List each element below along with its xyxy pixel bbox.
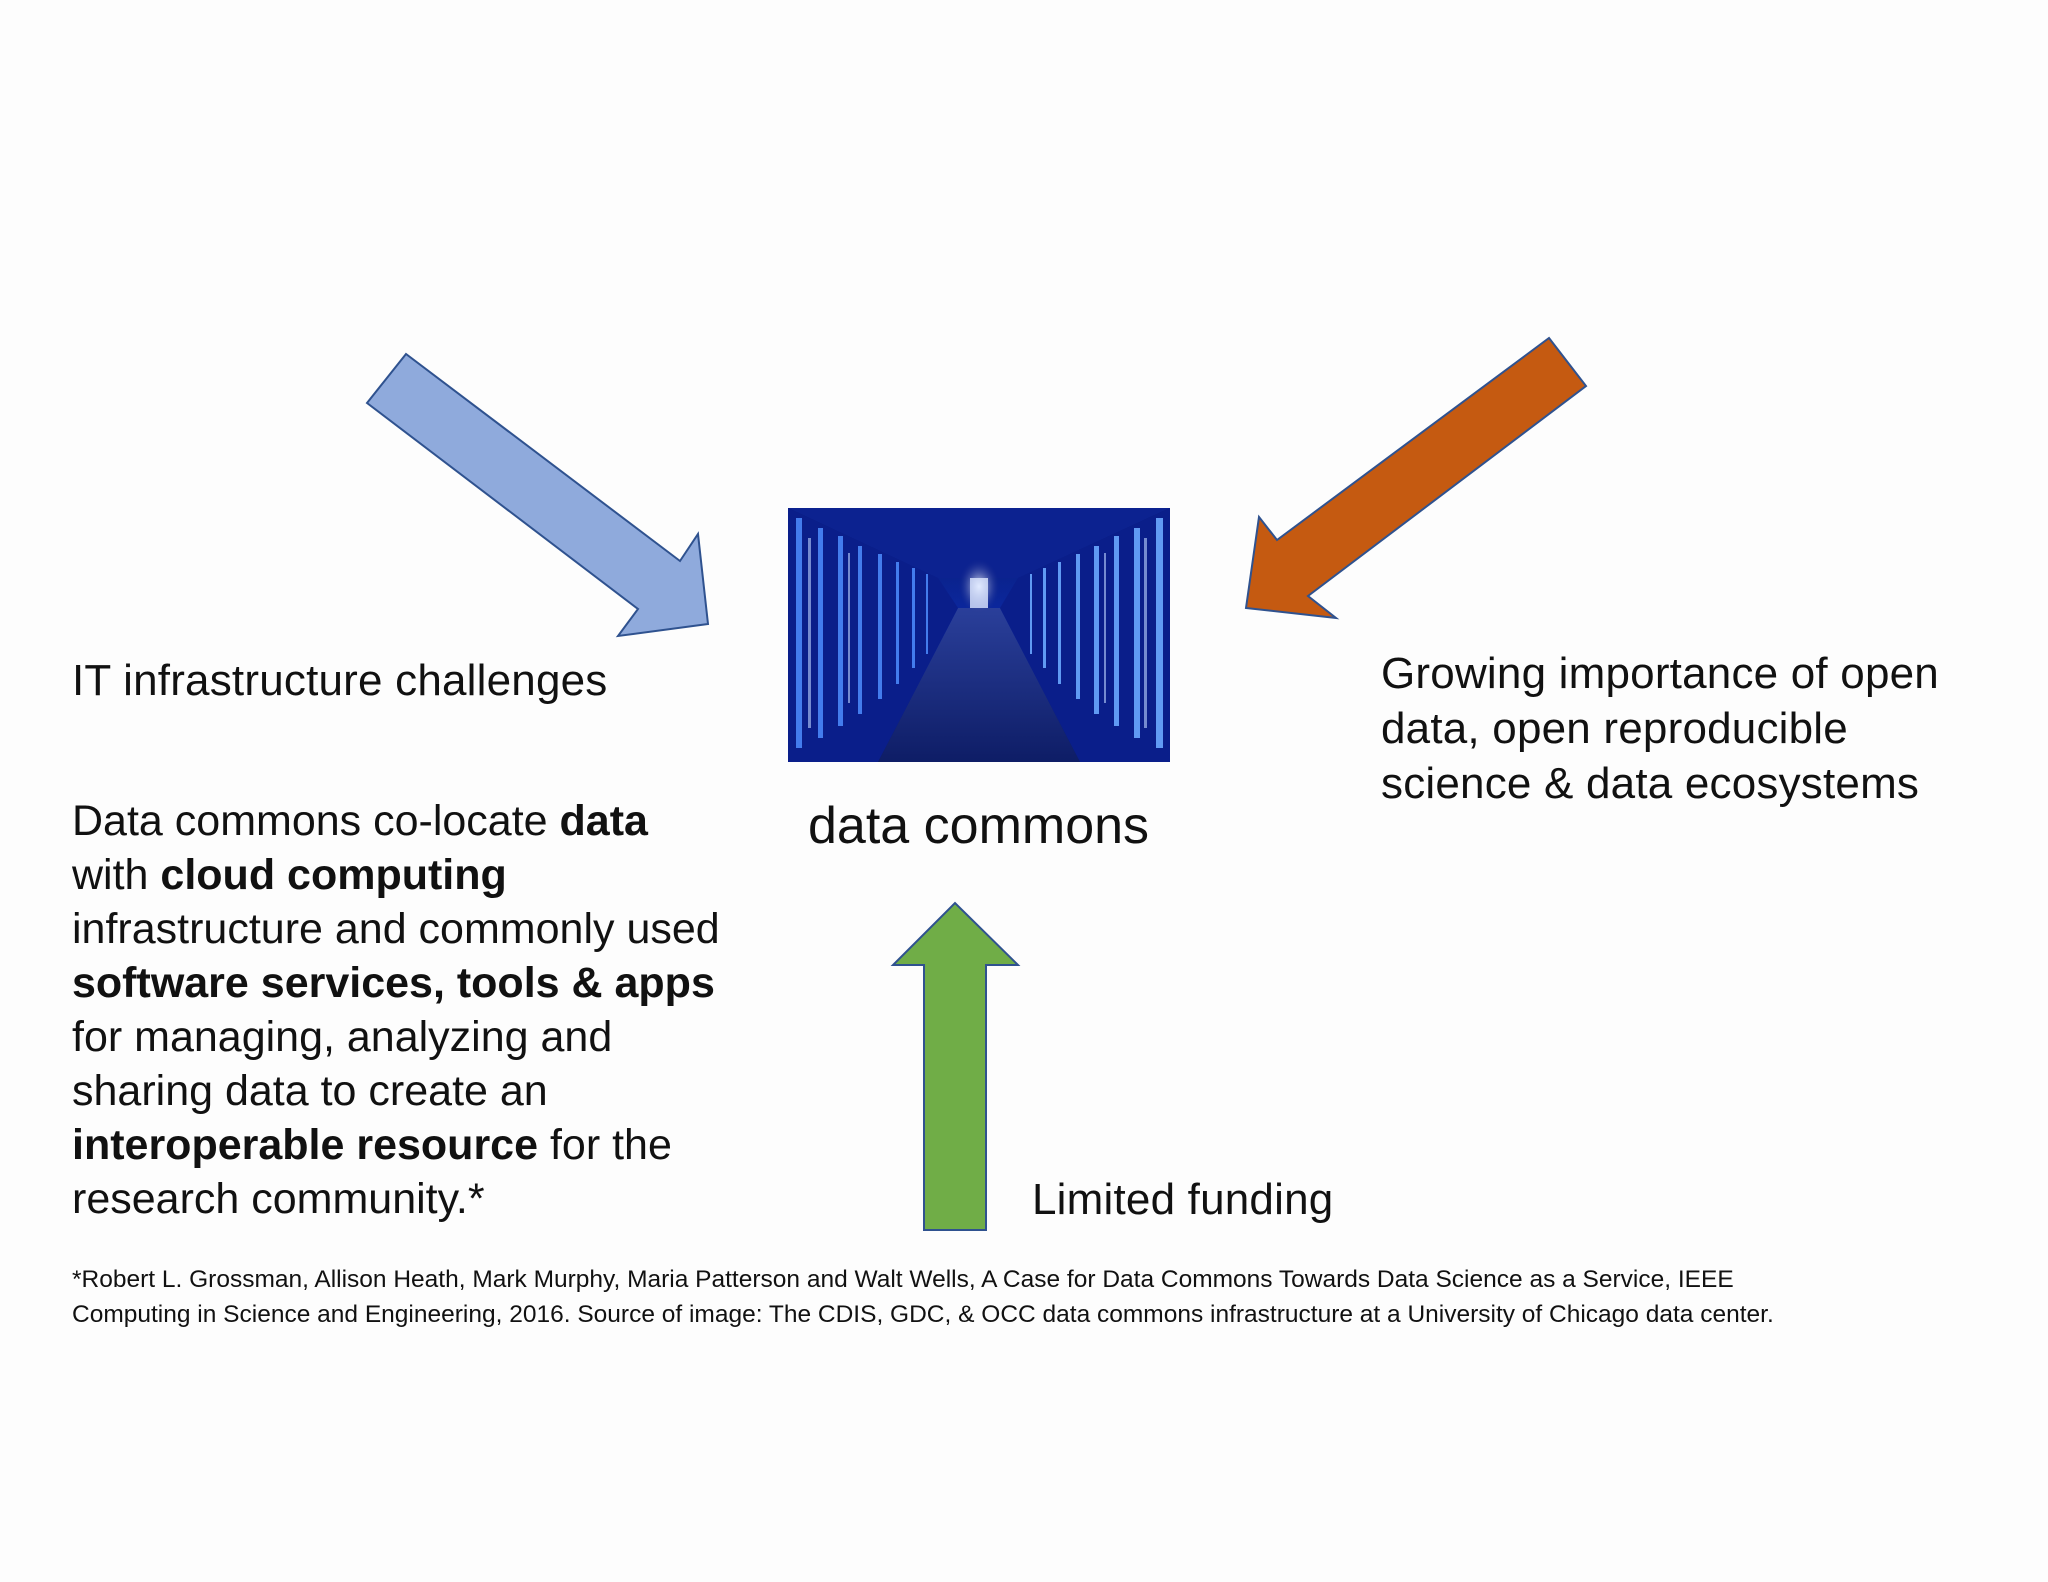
footnote-line-1: *Robert L. Grossman, Allison Heath, Mark… [72,1266,1734,1293]
definition-line-4: software services, tools & apps [72,956,720,1010]
definition-bold: software services, tools & apps [72,959,715,1007]
datacenter-image [788,508,1170,762]
definition-bold: interoperable resource [72,1121,539,1169]
definition-paragraph: Data commons co-locate data with cloud c… [72,794,720,1226]
data-commons-label: data commons [808,797,1150,855]
it-infrastructure-arrow [365,352,710,638]
definition-bold: data [559,797,648,845]
open-data-arrow [1244,336,1588,620]
definition-bold: cloud computing [160,851,507,899]
definition-text: for the [538,1121,672,1169]
open-data-label-line1: Growing importance of open [1381,649,1939,698]
definition-text: Data commons co-locate [72,797,560,845]
limited-funding-label: Limited funding [1032,1175,1334,1224]
definition-line-7: interoperable resource for the [72,1118,720,1172]
definition-line-8: research community.* [72,1175,485,1223]
datacenter-photo [788,508,1170,762]
limited-funding-arrow [890,901,1021,1231]
definition-line-2: with cloud computing [72,848,720,902]
open-data-label-line2: data, open reproducible [1381,704,1848,753]
definition-line-3: infrastructure and commonly used [72,905,720,953]
it-infrastructure-label: IT infrastructure challenges [72,656,608,705]
open-data-label: Growing importance of open data, open re… [1381,646,1939,811]
open-data-label-line3: science & data ecosystems [1381,759,1920,808]
definition-line-5: for managing, analyzing and [72,1013,613,1061]
definition-line-6: sharing data to create an [72,1067,548,1115]
definition-line-1: Data commons co-locate data [72,794,720,848]
definition-text: with [72,851,161,899]
footnote: *Robert L. Grossman, Allison Heath, Mark… [72,1262,1774,1332]
footnote-line-2: Computing in Science and Engineering, 20… [72,1301,1774,1328]
